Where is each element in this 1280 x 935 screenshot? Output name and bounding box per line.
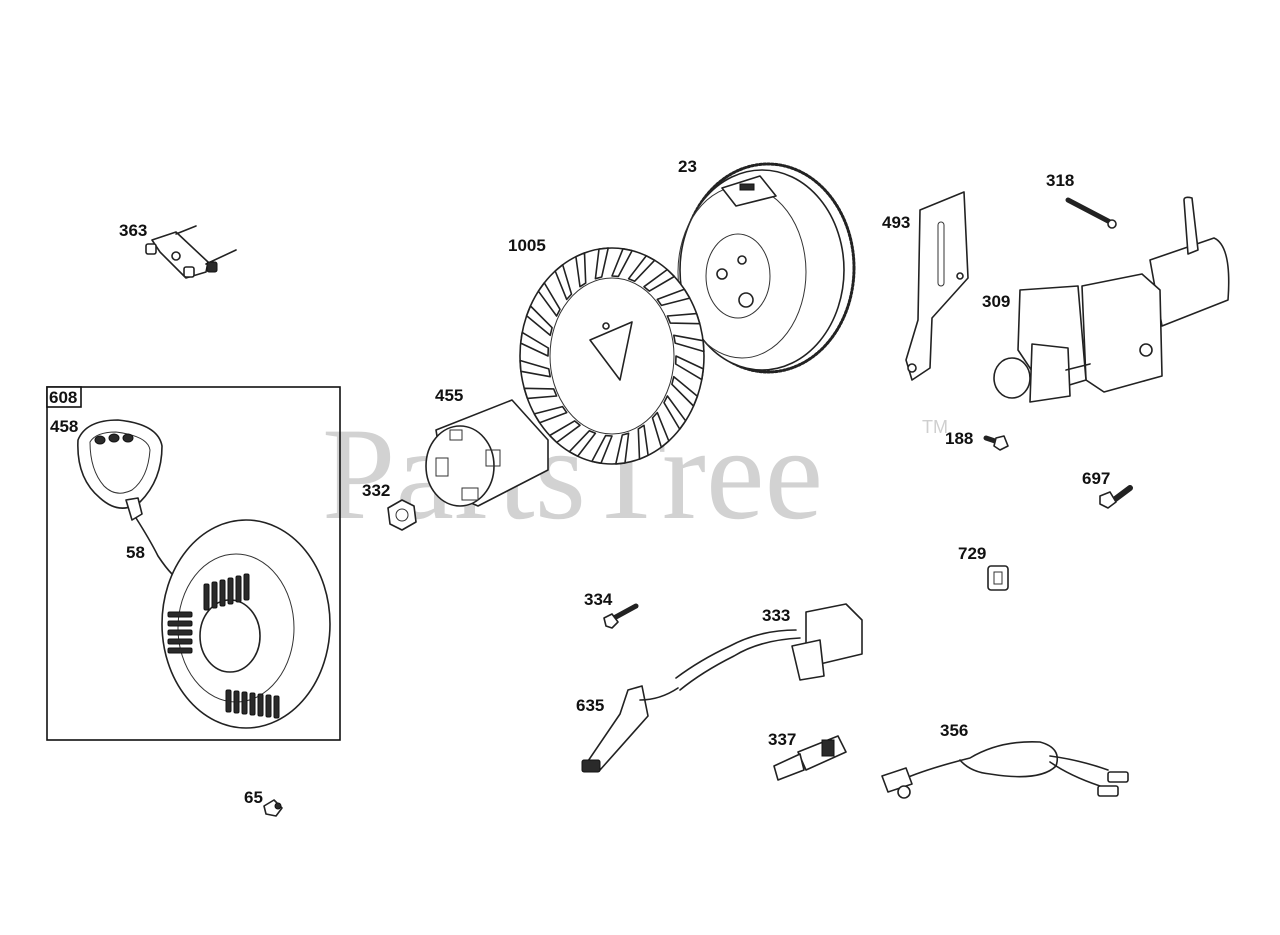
callout-334: 334 [584, 590, 613, 609]
watermark-trademark: TM [922, 417, 948, 437]
callout-635: 635 [576, 696, 604, 715]
callout-337: 337 [768, 730, 796, 749]
housing-vent-slot [241, 691, 248, 715]
housing-vent-slot [211, 581, 218, 609]
fan-blade [525, 305, 553, 337]
fan-blade [615, 432, 630, 465]
housing-vent-slot [235, 575, 242, 603]
housing-vent-slot [273, 695, 280, 719]
housing-vent-slot [257, 693, 264, 717]
fan-blade [533, 405, 568, 424]
housing-vent-slot [167, 647, 193, 654]
fan-blade [594, 247, 609, 280]
part-337-spark-plug[interactable] [773, 735, 847, 781]
fan-blade [663, 395, 687, 430]
part-455-fan-cup[interactable] [425, 399, 549, 507]
part-332-nut[interactable] [387, 499, 417, 531]
callout-493: 493 [882, 213, 910, 232]
callout-697: 697 [1082, 469, 1110, 488]
fan-blade [591, 434, 613, 464]
fan-blade [674, 355, 705, 381]
housing-vent-slot [227, 577, 234, 605]
part-729-grommet[interactable] [987, 565, 1009, 591]
housing-vent-slot [225, 689, 232, 713]
part-65-bolt[interactable] [263, 799, 283, 817]
housing-vent-slot [219, 579, 226, 607]
part-58-rope[interactable] [135, 517, 173, 575]
callout-356: 356 [940, 721, 968, 740]
callout-1005: 1005 [508, 236, 546, 255]
fan-blade [519, 331, 550, 357]
part-697-bolt[interactable] [1099, 485, 1133, 509]
housing-vent-slot [233, 690, 240, 714]
housing-vent-slot [167, 620, 193, 627]
part-458-recoil-handle[interactable] [77, 419, 163, 521]
fan-blade [575, 252, 587, 288]
fan-blade [651, 411, 670, 448]
part-23-flywheel[interactable] [677, 162, 856, 374]
part-309-starter-motor[interactable] [993, 196, 1230, 403]
part-318-bolt[interactable] [1065, 197, 1117, 229]
recoil-starter-housing[interactable] [161, 519, 331, 729]
fan-blade [627, 255, 656, 282]
fan-blade [548, 420, 581, 444]
fan-blade [523, 387, 558, 400]
fan-blade [537, 282, 561, 317]
callout-58: 58 [126, 543, 145, 562]
housing-vent-slot [203, 583, 210, 611]
part-493-bracket[interactable] [905, 191, 969, 381]
housing-vent-slot [265, 694, 272, 718]
callout-455: 455 [435, 386, 463, 405]
fan-blade [637, 424, 649, 460]
part-334-bolt[interactable] [603, 603, 639, 629]
housing-vent-slot [243, 573, 250, 601]
fan-blade [673, 334, 705, 353]
kit-box-label: 608 [49, 388, 77, 407]
part-333-ignition-coil[interactable] [675, 603, 863, 691]
callout-333: 333 [762, 606, 790, 625]
fan-blade [554, 264, 573, 301]
callout-188: 188 [945, 429, 973, 448]
callout-23: 23 [678, 157, 697, 176]
part-356-wire-harness[interactable] [881, 741, 1129, 799]
fan-blade [568, 430, 597, 457]
fan-blade [671, 375, 699, 407]
fan-blade [519, 359, 551, 378]
part-1005-fan[interactable] [519, 247, 705, 465]
callout-309: 309 [982, 292, 1010, 311]
part-188-bolt[interactable] [983, 435, 1009, 451]
fan-blade [643, 268, 676, 292]
housing-vent-slot [167, 611, 193, 618]
fan-blade [666, 312, 701, 325]
callout-332: 332 [362, 481, 390, 500]
fan-blade [611, 248, 633, 278]
part-363-bracket[interactable] [145, 225, 237, 279]
callout-318: 318 [1046, 171, 1074, 190]
callout-458: 458 [50, 417, 78, 436]
part-635-spark-plug-boot[interactable] [581, 685, 679, 773]
callout-729: 729 [958, 544, 986, 563]
callout-65: 65 [244, 788, 263, 807]
housing-vent-slot [167, 638, 193, 645]
fan-blade [656, 288, 691, 307]
housing-vent-slot [249, 692, 256, 716]
callout-363: 363 [119, 221, 147, 240]
housing-vent-slot [167, 629, 193, 636]
kit-box-608[interactable]: 608 [46, 386, 341, 741]
